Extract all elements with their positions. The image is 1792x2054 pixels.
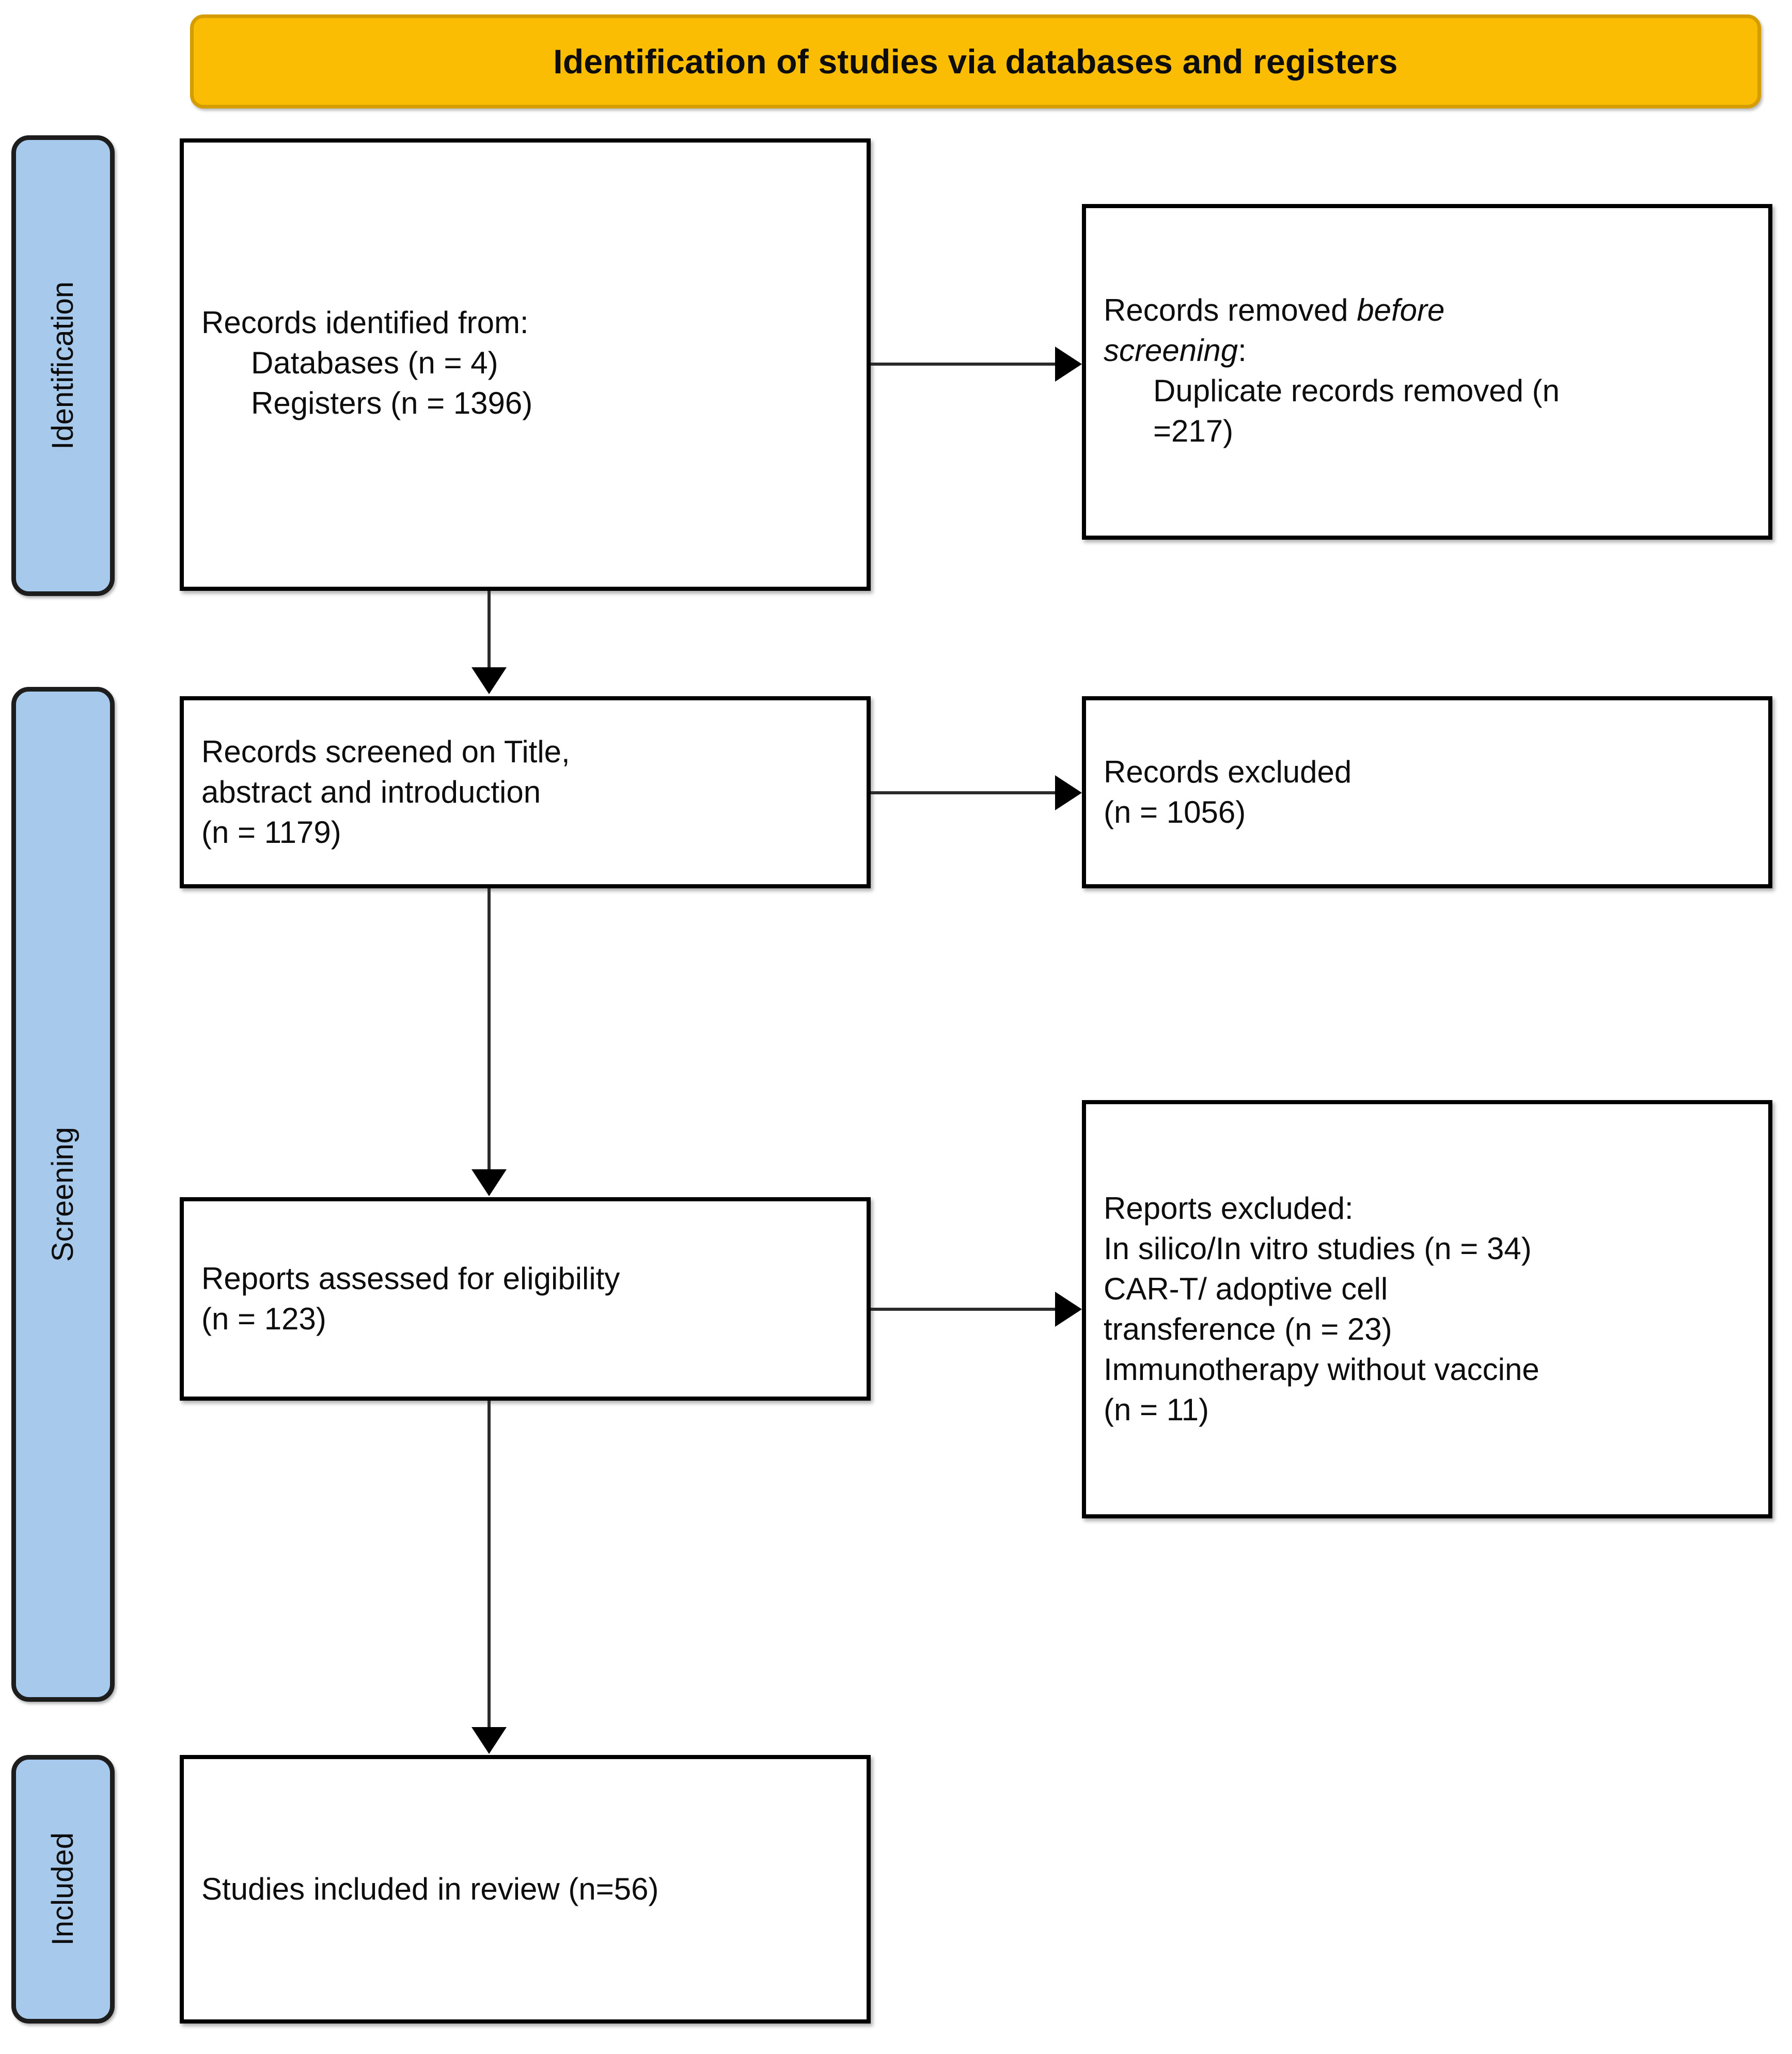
- duplicate-records-removed-line1: Duplicate records removed (n: [1153, 373, 1560, 408]
- records-screened-line2: abstract and introduction: [201, 775, 541, 809]
- connector-screened-to-excluded-line: [871, 791, 1057, 794]
- reports-excluded-heading: Reports excluded:: [1104, 1191, 1354, 1226]
- stage-label-identification-text: Identification: [46, 281, 80, 450]
- connector-identified-to-removed-arrowhead: [1055, 347, 1082, 382]
- reports-excluded-reason-immunotherapy-line2: (n = 11): [1104, 1392, 1209, 1427]
- reports-assessed-count: (n = 123): [201, 1302, 326, 1336]
- box-records-screened: Records screened on Title, abstract and …: [180, 696, 871, 888]
- connector-identified-to-removed-line: [871, 363, 1057, 366]
- connector-screened-to-eligibility-arrowhead: [471, 1169, 507, 1196]
- records-screened-count: (n = 1179): [201, 815, 341, 850]
- box-records-removed-before-screening: Records removed before screening: Duplic…: [1082, 204, 1772, 540]
- connector-eligibility-to-included-arrowhead: [471, 1727, 507, 1754]
- diagram-header-banner: Identification of studies via databases …: [190, 14, 1761, 108]
- reports-assessed-label: Reports assessed for eligibility: [201, 1261, 620, 1296]
- reports-excluded-reason-car-t-line1: CAR-T/ adoptive cell: [1104, 1272, 1388, 1306]
- box-reports-assessed-for-eligibility: Reports assessed for eligibility (n = 12…: [180, 1197, 871, 1401]
- box-reports-excluded: Reports excluded: In silico/In vitro stu…: [1082, 1100, 1772, 1518]
- reports-excluded-reason-in-silico: In silico/In vitro studies (n = 34): [1104, 1231, 1532, 1266]
- records-identified-databases: Databases (n = 4): [251, 346, 498, 380]
- records-excluded-label: Records excluded: [1104, 755, 1352, 789]
- stage-label-included-text: Included: [46, 1832, 80, 1946]
- reports-excluded-reason-car-t-line2: transference (n = 23): [1104, 1312, 1392, 1346]
- connector-eligibility-to-reports-excluded-line: [871, 1308, 1057, 1311]
- diagram-title: Identification of studies via databases …: [553, 42, 1398, 81]
- box-records-identified: Records identified from: Databases (n = …: [180, 138, 871, 591]
- records-identified-heading: Records identified from:: [201, 305, 529, 340]
- records-removed-heading-line2: screening:: [1104, 331, 1751, 371]
- records-removed-colon: :: [1238, 333, 1247, 368]
- records-removed-italic-screening: screening: [1104, 333, 1238, 368]
- records-removed-heading-line1: Records removed before: [1104, 290, 1751, 331]
- records-screened-line1: Records screened on Title,: [201, 734, 570, 769]
- records-identified-registers: Registers (n = 1396): [251, 386, 533, 420]
- box-studies-included-in-review: Studies included in review (n=56): [180, 1755, 871, 2024]
- stage-label-screening: Screening: [11, 687, 115, 1702]
- records-removed-italic-before: before: [1357, 293, 1445, 327]
- stage-label-screening-text: Screening: [46, 1126, 80, 1262]
- stage-label-included: Included: [11, 1755, 115, 2024]
- studies-included-label: Studies included in review (n=56): [201, 1872, 659, 1906]
- records-removed-prefix: Records removed: [1104, 293, 1357, 327]
- duplicate-records-removed-line2: =217): [1153, 414, 1234, 448]
- connector-eligibility-to-included-line: [488, 1401, 491, 1728]
- records-excluded-count: (n = 1056): [1104, 795, 1246, 829]
- stage-label-identification: Identification: [11, 135, 115, 596]
- connector-identified-to-screened-line: [488, 591, 491, 668]
- box-records-excluded: Records excluded (n = 1056): [1082, 696, 1772, 888]
- connector-eligibility-to-reports-excluded-arrowhead: [1055, 1292, 1082, 1327]
- connector-screened-to-excluded-arrowhead: [1055, 775, 1082, 810]
- reports-excluded-reason-immunotherapy-line1: Immunotherapy without vaccine: [1104, 1352, 1539, 1387]
- connector-identified-to-screened-arrowhead: [471, 667, 507, 694]
- connector-screened-to-eligibility-line: [488, 888, 491, 1170]
